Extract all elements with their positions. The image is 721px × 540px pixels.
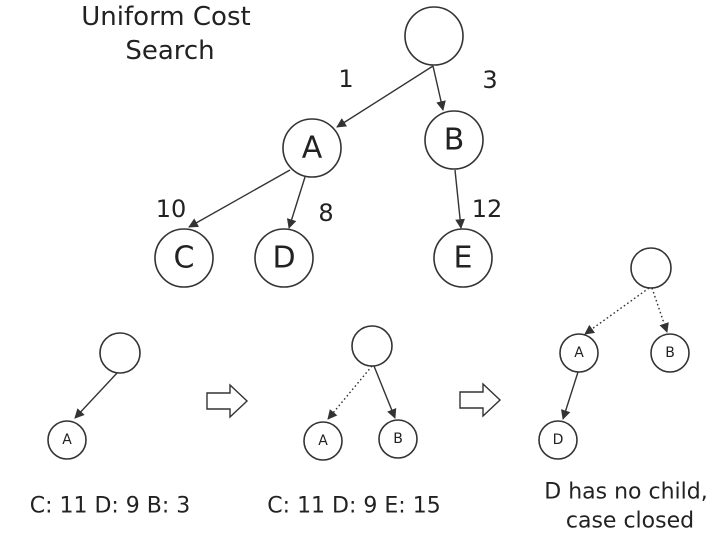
- step2-frontier: C: 11 D: 9 E: 15: [267, 494, 440, 519]
- step3-note-line-2: case closed: [566, 509, 694, 534]
- root-node: [404, 6, 464, 66]
- step2-root-node: [351, 325, 393, 367]
- node-b: [424, 110, 484, 170]
- step3-node-d-label: D: [553, 432, 564, 448]
- step3-node-b: [650, 333, 690, 373]
- step3-note-line-1: D has no child,: [544, 480, 707, 505]
- node-a-label: A: [302, 131, 323, 166]
- step1-root-node: [99, 332, 141, 374]
- node-d: [254, 228, 314, 288]
- step3-node-b-label: B: [665, 345, 675, 361]
- edge-b-e: [454, 169, 465, 229]
- title-line-1: Uniform Cost: [81, 2, 250, 32]
- edge-root-b: [432, 65, 446, 111]
- step3-node-d: [538, 420, 578, 460]
- node-e: [433, 228, 493, 288]
- step1-node-a: [47, 420, 87, 460]
- step1-node-a-label: A: [62, 432, 72, 448]
- step2-node-a: [303, 421, 343, 461]
- node-c: [154, 228, 214, 288]
- step1-edge-root-a: [74, 371, 119, 419]
- step2-node-b-label: B: [393, 431, 403, 447]
- step3-root-node: [630, 247, 672, 289]
- edge-a-c: [188, 169, 291, 228]
- step3-node-a: [559, 333, 599, 373]
- node-a: [282, 118, 342, 178]
- step-1-tree: A: [47, 332, 141, 460]
- step-arrow-2: [459, 382, 502, 418]
- title-line-2: Search: [125, 36, 214, 66]
- cost-b-e: 12: [472, 195, 503, 223]
- step2-node-b: [378, 419, 418, 459]
- step2-edge-root-a: [327, 365, 373, 420]
- node-c-label: C: [174, 241, 195, 276]
- node-d-label: D: [272, 241, 295, 276]
- node-e-label: E: [454, 241, 473, 276]
- cost-a-d: 8: [318, 199, 333, 227]
- edge-a-d: [286, 176, 306, 229]
- step3-edge-root-a: [584, 287, 650, 335]
- step-arrow-1: [206, 383, 249, 419]
- cost-a-c: 10: [156, 195, 187, 223]
- main-tree: A B C D E 1 3 10 8 12: [154, 6, 503, 288]
- step-2-tree: A B: [303, 325, 418, 461]
- edge-root-a: [336, 65, 434, 128]
- step2-node-a-label: A: [318, 433, 328, 449]
- step3-edge-a-d: [561, 371, 579, 420]
- step3-edge-root-b: [651, 287, 669, 333]
- cost-root-a: 1: [338, 65, 353, 93]
- step2-edge-root-b: [373, 365, 397, 419]
- cost-root-b: 3: [482, 66, 497, 94]
- step3-node-a-label: A: [574, 345, 584, 361]
- step-3-tree: A B D: [538, 247, 690, 460]
- step1-frontier: C: 11 D: 9 B: 3: [30, 494, 191, 519]
- node-b-label: B: [444, 123, 465, 158]
